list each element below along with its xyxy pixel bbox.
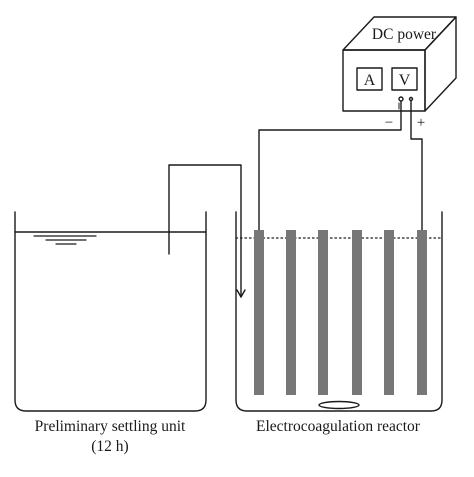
electrode-5	[384, 230, 394, 395]
electrode-4	[352, 230, 362, 395]
electrode-6	[417, 230, 427, 395]
reactor-label: Electrocoagulation reactor	[256, 418, 421, 435]
negative-terminal-label: −	[385, 115, 393, 131]
electrodes	[254, 230, 427, 395]
negative-wire	[258, 100, 402, 231]
electrode-3	[318, 230, 328, 395]
settling-tank	[14, 211, 207, 412]
transfer-pipe	[168, 164, 242, 298]
settling-unit-label: Preliminary settling unit	[35, 418, 186, 435]
ammeter-label: A	[364, 72, 376, 89]
dc-power-supply	[342, 16, 457, 112]
positive-terminal-label: +	[417, 115, 425, 131]
power-supply-title: DC power	[372, 26, 437, 43]
positive-wire	[410, 100, 423, 231]
settling-tank-walls	[14, 211, 207, 412]
positive-terminal	[408, 96, 414, 102]
ammeter-display	[356, 67, 383, 91]
power-supply-front-face	[342, 49, 426, 112]
voltmeter-label: V	[399, 72, 411, 89]
reactor-tank	[235, 211, 443, 412]
flow-arrow-head	[236, 289, 246, 298]
electrode-2	[286, 230, 296, 395]
electrode-1	[254, 230, 264, 395]
reactor-tank-walls	[235, 211, 443, 412]
settling-unit-duration: (12 h)	[91, 438, 128, 455]
magnetic-stirrer	[318, 400, 360, 410]
voltmeter-display	[391, 67, 418, 91]
